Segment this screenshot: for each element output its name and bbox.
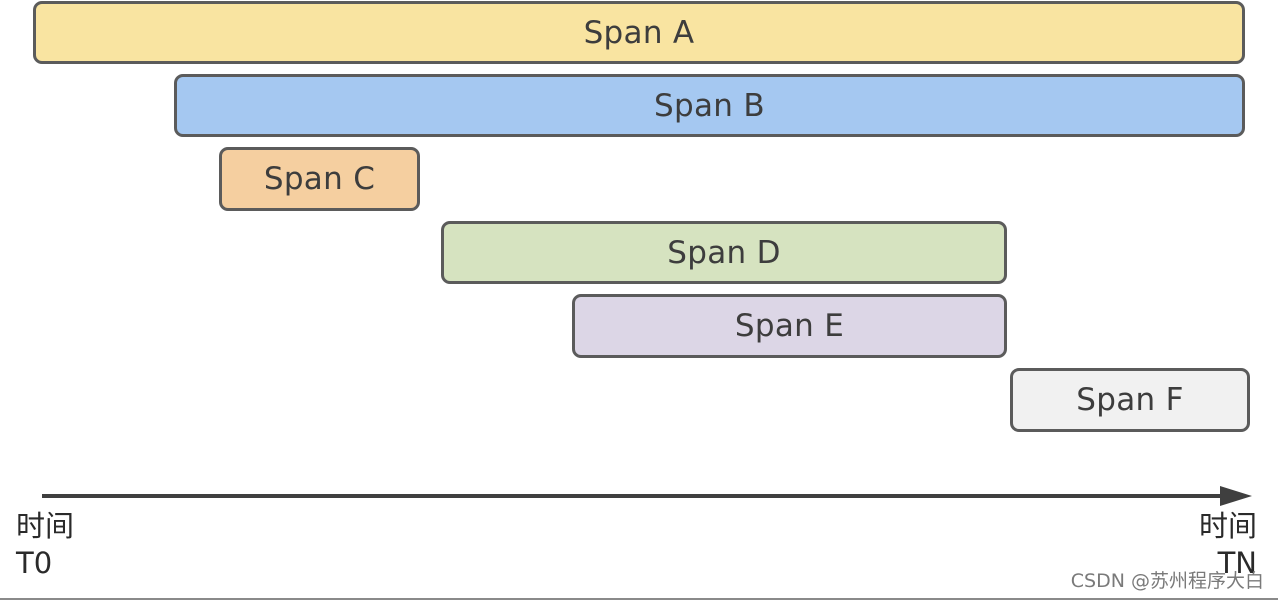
time-axis-arrowhead	[1220, 486, 1252, 506]
span-e-label: Span E	[734, 308, 845, 344]
span-c-bar: Span C	[219, 147, 420, 211]
watermark: CSDN @苏州程序大白	[1070, 570, 1264, 592]
time-start-label: 时间 T0	[16, 508, 74, 582]
time-end-word: 时间	[1199, 509, 1258, 543]
time-start-mark: T0	[16, 546, 53, 580]
span-d-bar: Span D	[441, 221, 1007, 284]
time-start-word: 时间	[16, 509, 75, 543]
span-a-bar: Span A	[33, 1, 1245, 64]
time-end-label: 时间 TN	[1199, 508, 1257, 582]
span-f-label: Span F	[1076, 382, 1184, 418]
time-end-mark: TN	[1217, 546, 1258, 580]
span-f-bar: Span F	[1010, 368, 1250, 432]
span-b-label: Span B	[654, 87, 765, 124]
bottom-rule	[0, 598, 1278, 600]
span-d-label: Span D	[667, 234, 781, 271]
span-c-label: Span C	[263, 161, 376, 197]
span-e-bar: Span E	[572, 294, 1007, 358]
span-a-label: Span A	[583, 14, 695, 51]
span-b-bar: Span B	[174, 74, 1245, 137]
